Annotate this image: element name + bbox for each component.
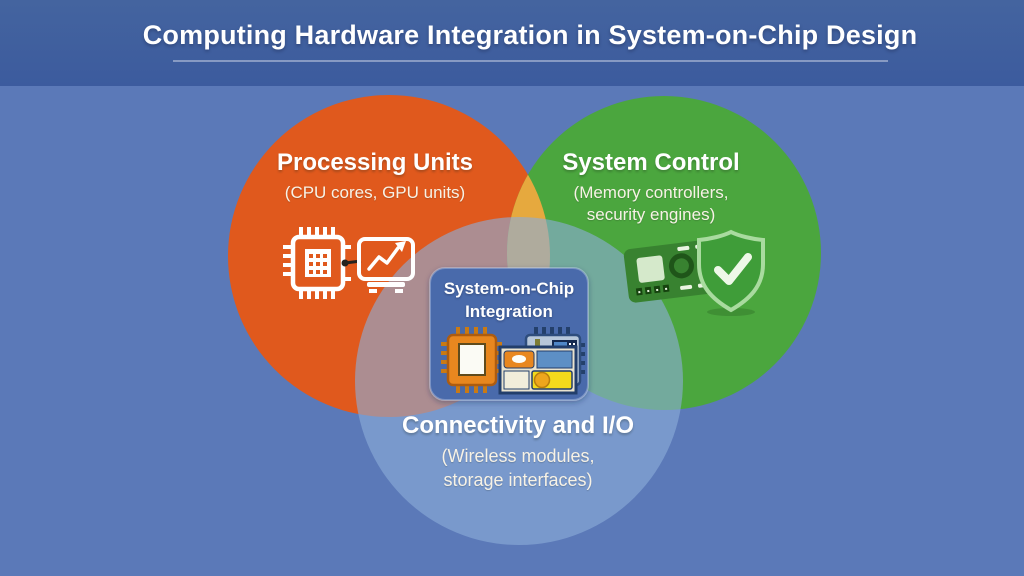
performance-monitor-icon [357,237,415,293]
system-control-subtitle-line2: security engines) [586,205,716,225]
system-control-title: System Control [562,149,740,176]
soc-chip-icon [441,327,502,393]
center-integration-icons [441,327,585,395]
connectivity-title: Connectivity and I/O [401,412,635,439]
system-control-icons [623,229,765,316]
system-control-label: System Control (Memory controllers, secu… [530,149,772,227]
security-shield-icon [697,229,765,316]
soc-module-icon [498,327,585,395]
cpu-chip-icon [283,227,351,299]
processing-icons [283,227,415,299]
header-band [0,0,1024,86]
system-control-subtitle: (Memory controllers, security engines) [530,182,772,226]
connectivity-subtitle-line2: storage interfaces) [443,469,593,490]
title-underline [173,60,888,62]
processing-subtitle: (CPU cores, GPU units) [284,183,466,203]
connectivity-label: Connectivity and I/O (Wireless modules, … [368,412,668,492]
center-box-label-line2: Integration [465,301,553,321]
system-control-subtitle-line1: (Memory controllers, [573,183,729,203]
processing-title: Processing Units [276,149,474,176]
center-box-label: System-on-Chip Integration [430,278,588,324]
processing-label: Processing Units (CPU cores, GPU units) [255,149,495,204]
connectivity-subtitle: (Wireless modules, storage interfaces) [368,445,668,492]
connectivity-subtitle-line1: (Wireless modules, [441,446,595,467]
center-box-label-line1: System-on-Chip [443,279,575,298]
page-title: Computing Hardware Integration in System… [142,20,918,50]
